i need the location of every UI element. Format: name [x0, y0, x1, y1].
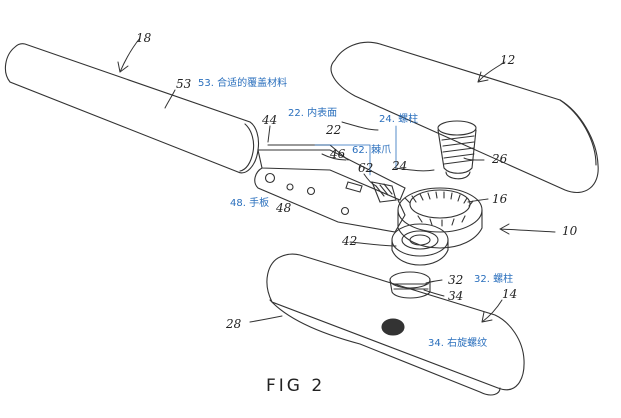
lower-cover	[266, 253, 525, 396]
ref-44: 44	[261, 113, 277, 127]
annotation-34: 34. 右旋螺纹	[428, 338, 488, 349]
annotation-62: 62. 棘爪	[352, 145, 392, 156]
annotation-24: 24. 螺柱	[379, 114, 419, 125]
ref-28: 28	[225, 317, 242, 331]
leader-lines	[117, 37, 556, 323]
figure-label: FIG 2	[266, 376, 325, 396]
ref-32: 32	[448, 273, 463, 287]
pawl	[371, 181, 397, 203]
reference-numerals: 18 12 53 44 22 46 62 24 26 16 10 48 42 3…	[136, 31, 578, 331]
ratchet-head	[397, 187, 483, 249]
ref-14: 14	[502, 287, 517, 301]
ref-16: 16	[492, 192, 508, 206]
upper-cover	[330, 41, 599, 193]
ref-62: 62	[358, 161, 373, 175]
ref-24: 24	[391, 159, 407, 173]
ref-42: 42	[341, 234, 357, 248]
handle-cover	[4, 43, 260, 174]
annotation-53: 53. 合适的覆盖材料	[198, 78, 288, 89]
socket	[391, 223, 449, 266]
annotation-48: 48. 手板	[230, 198, 270, 209]
ref-12: 12	[500, 53, 515, 67]
ref-22: 22	[325, 123, 341, 137]
ref-10: 10	[562, 224, 578, 238]
ref-18: 18	[136, 31, 152, 45]
ref-34: 34	[448, 289, 463, 303]
annotation-22: 22. 内表面	[288, 108, 338, 119]
ref-53: 53	[176, 77, 192, 91]
annotation-32: 32. 螺柱	[474, 274, 514, 285]
ref-46: 46	[329, 147, 346, 161]
ref-48: 48	[275, 201, 292, 215]
ref-26: 26	[491, 152, 508, 166]
upper-stud	[437, 120, 477, 180]
